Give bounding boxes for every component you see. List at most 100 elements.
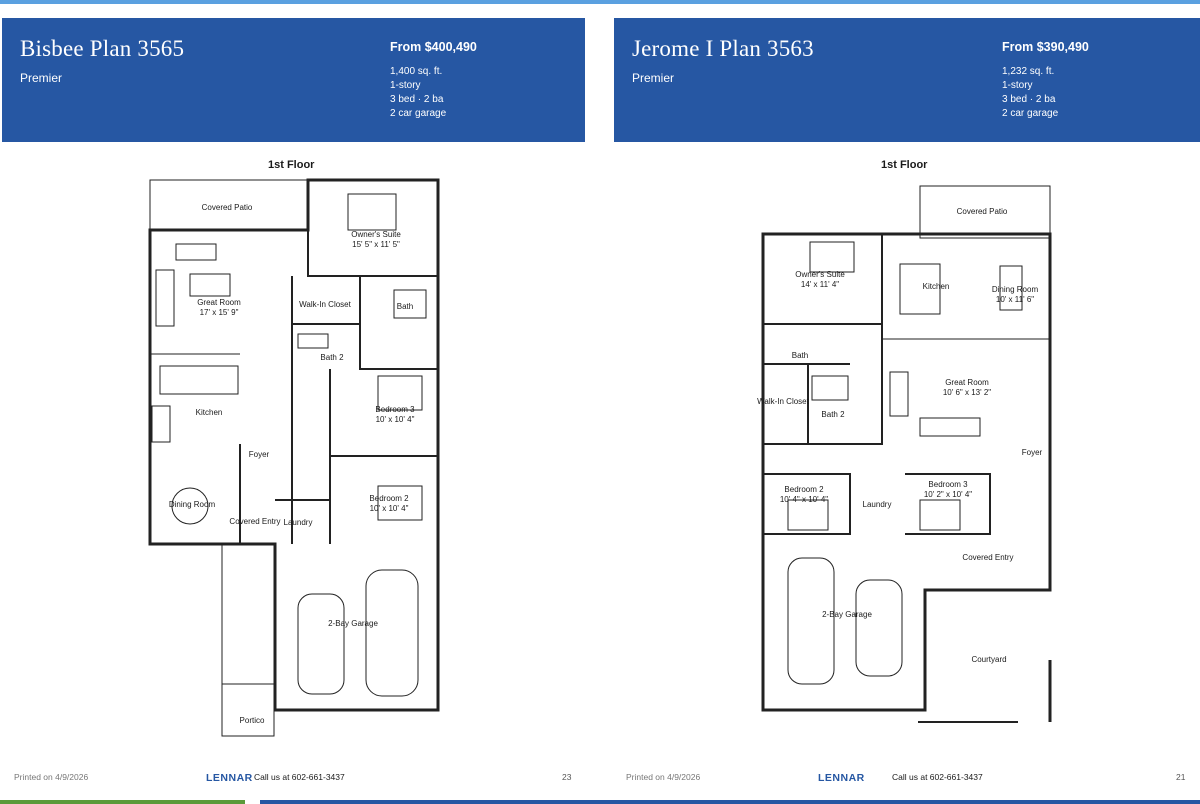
exterior-wall [761,232,1052,712]
brochure-page-right: Jerome I Plan 3563 Premier From $390,490… [600,4,1200,804]
room-dims: 15' 5" x 11' 5" [352,240,400,249]
room-name: Bedroom 2 [784,485,824,494]
room-dims: 17' x 15' 9" [200,308,239,317]
room-name: Laundry [863,500,892,509]
owner-suite-wall [307,230,438,277]
room-name: Bath 2 [821,410,845,419]
bath-wall [292,323,438,370]
room-name: Portico [240,716,265,725]
top-accent-strip [0,0,1200,4]
hall-wall [763,324,883,445]
room-name: Bedroom 2 [369,494,409,503]
printed-date: Printed on 4/9/2026 [626,772,701,782]
tub [811,375,849,401]
call-us-text: Call us at 602-661-3437 [254,772,345,782]
room-dims: 10' 6" x 13' 2" [943,388,991,397]
plan-title: Bisbee Plan 3565 [20,36,185,61]
room-name: Great Room [197,298,241,307]
room-name: Courtyard [971,655,1006,664]
lennar-logo: LENNAR [818,772,865,784]
room-name: Walk-In Closet [757,397,809,406]
tub [393,289,427,319]
room-name: Great Room [945,378,989,387]
room-name: Owner's Suite [795,270,845,279]
room-dims: 14' x 11' 4" [801,280,839,289]
plan-price: From $390,490 [1002,40,1089,54]
plan-specs: 1,400 sq. ft. 1-story 3 bed · 2 ba 2 car… [390,65,446,121]
footer-accent-blue [260,800,600,804]
bed-2 [787,499,829,531]
plan-header: Jerome I Plan 3563 Premier From $390,490… [614,18,1200,142]
room-dims: 10' x 10' 4" [370,504,409,513]
room-dims: 10' x 10' 4" [376,415,415,424]
room-name: Covered Entry [962,553,1013,562]
floor-label: 1st Floor [881,159,928,171]
vanity [297,333,329,349]
room-dims: 10' x 11' 6" [996,295,1034,304]
room-name: Bath [792,351,808,360]
room-name: Covered Patio [202,203,253,212]
room-dims: 10' 4" x 10' 4" [780,495,828,504]
room-name: 2-Bay Garage [328,619,378,628]
car-2 [365,569,419,697]
dining-table [171,487,209,525]
room-name: Bedroom 3 [375,405,415,414]
plan-header: Bisbee Plan 3565 Premier From $400,490 1… [2,18,585,142]
lennar-logo: LENNAR [206,772,253,784]
page-number: 21 [1176,772,1186,782]
owner-bed [809,241,855,273]
floor-label: 1st Floor [268,159,315,171]
plan-tier: Premier [20,71,63,85]
footer-accent-blue [600,800,1200,804]
patio-outline [919,185,1051,239]
floor-plan-drawing: Covered Patio Owner's Suite 14' x 11' 4"… [757,185,1052,723]
room-name: Bath [397,302,413,311]
bedroom-3-wall [905,473,991,535]
room-name: Bedroom 3 [928,480,968,489]
spec-bed-bath: 3 bed · 2 ba [1002,94,1056,105]
footer-accent-green [0,800,245,804]
room-name: Kitchen [196,408,223,417]
plan-title: Jerome I Plan 3563 [632,36,814,61]
kitchen-island [899,263,941,315]
room-name: Bath 2 [320,353,344,362]
room-dims: 10' 2" x 10' 4" [924,490,972,499]
room-name: Kitchen [923,282,950,291]
bed-3 [377,375,423,411]
sofa [155,269,175,327]
spec-garage: 2 car garage [390,108,447,119]
plan-price: From $400,490 [390,40,477,54]
spec-stories: 1-story [1002,80,1033,91]
tv-console [919,417,981,437]
spec-garage: 2 car garage [1002,108,1059,119]
range [151,405,171,443]
floor-plan-drawing: Covered Patio Owner's Suite 15' 5" x 11'… [148,178,440,737]
dining-table [999,265,1023,311]
owner-bed [347,193,397,231]
car-1 [787,557,835,685]
page-number: 23 [562,772,572,782]
sofa [889,371,909,417]
tv-console [175,243,217,261]
owner-suite-wall [763,234,883,325]
room-name: 2-Bay Garage [822,610,872,619]
bed-2 [377,485,423,521]
room-name: Owner's Suite [351,230,401,239]
coffee-table [189,273,231,297]
room-name: Foyer [1022,448,1043,457]
room-name: Dining Room [992,285,1039,294]
bedroom-2-wall [763,473,851,535]
room-name: Laundry [284,518,313,527]
room-name: Foyer [249,450,270,459]
room-name: Dining Room [169,500,216,509]
plan-tier: Premier [632,71,675,85]
plan-specs: 1,232 sq. ft. 1-story 3 bed · 2 ba 2 car… [1002,65,1058,121]
car-2 [855,579,903,677]
room-name: Covered Patio [957,207,1008,216]
portico-outline [221,683,275,737]
exterior-wall [148,178,440,712]
spec-stories: 1-story [390,80,421,91]
printed-date: Printed on 4/9/2026 [14,772,89,782]
spec-bed-bath: 3 bed · 2 ba [390,94,444,105]
brochure-page-left: Bisbee Plan 3565 Premier From $400,490 1… [0,4,600,804]
